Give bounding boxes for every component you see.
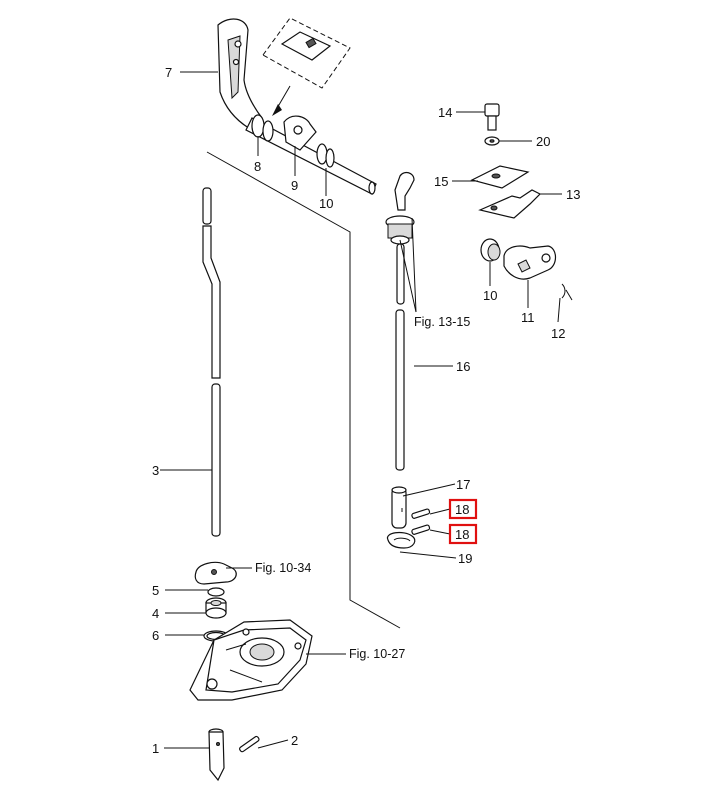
callout-14: 14 — [438, 105, 452, 120]
part-1-lever-pin — [208, 728, 225, 782]
reference-frame — [206, 151, 401, 629]
callout-20: 20 — [536, 134, 550, 149]
part-15-plate — [470, 165, 530, 189]
callout-10-bushing: 10 — [483, 288, 497, 303]
callout-9: 9 — [291, 178, 298, 193]
callout-19: 19 — [458, 551, 472, 566]
part-17-joint — [391, 486, 407, 529]
part-14-bolt — [484, 103, 500, 131]
part-13-bracket — [478, 189, 542, 219]
part-3-shift-rod — [202, 187, 221, 537]
callout-17: 17 — [456, 477, 470, 492]
callout-11: 11 — [521, 310, 535, 325]
callout-13: 13 — [566, 187, 580, 202]
fig-10-27-housing — [189, 619, 313, 701]
part-4-bushing — [205, 597, 227, 619]
callout-16: 16 — [456, 359, 470, 374]
part-7-shift-lever — [217, 18, 263, 131]
callout-1: 1 — [152, 741, 159, 756]
callout-18-lower: 18 — [455, 527, 469, 542]
callout-5: 5 — [152, 583, 159, 598]
callout-10-shaft: 10 — [319, 196, 333, 211]
part-10-bushing — [480, 238, 501, 262]
part-2-pin — [239, 735, 260, 753]
detail-inset — [262, 17, 351, 116]
part-20-washer — [484, 136, 500, 146]
ref-fig-10-27: Fig. 10-27 — [349, 647, 405, 661]
fig-10-34-plate — [194, 561, 237, 585]
highlight-18-lower — [448, 523, 478, 545]
callout-2: 2 — [291, 733, 298, 748]
callout-18-upper: 18 — [455, 502, 469, 517]
part-19-clip — [386, 531, 416, 549]
part-8-9-10-shift-shaft — [245, 114, 377, 195]
part-18-pin-lower — [411, 524, 431, 535]
callout-6: 6 — [152, 628, 159, 643]
callout-7: 7 — [165, 65, 172, 80]
part-18-pin-upper — [411, 508, 431, 519]
part-11-arm — [503, 245, 557, 280]
part-5-o-ring — [207, 587, 225, 597]
ref-fig-13-15: Fig. 13-15 — [414, 315, 470, 329]
ref-fig-10-34: Fig. 10-34 — [255, 561, 311, 575]
part-12-cotter-pin — [561, 283, 573, 301]
callout-8: 8 — [254, 159, 261, 174]
part-16-shift-rod — [385, 171, 415, 471]
highlight-18-upper — [448, 498, 478, 520]
callout-3: 3 — [152, 463, 159, 478]
callout-15: 15 — [434, 174, 448, 189]
callout-12: 12 — [551, 326, 565, 341]
callout-4: 4 — [152, 606, 159, 621]
leader-lines — [160, 71, 562, 749]
